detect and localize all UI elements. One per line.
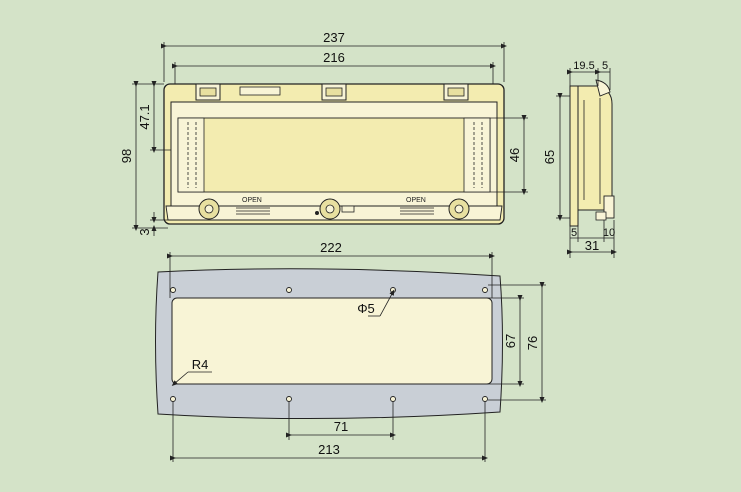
side-flange bbox=[569, 85, 579, 227]
side-view-dimensions bbox=[556, 68, 617, 258]
dim-98: 98 bbox=[119, 149, 134, 163]
center-dot bbox=[315, 211, 319, 215]
side-latch-knob bbox=[595, 211, 607, 221]
cutout-view-dimensions bbox=[167, 252, 546, 462]
dim-213: 213 bbox=[318, 442, 340, 457]
dim-phi5: Φ5 bbox=[357, 301, 375, 316]
dim-67: 67 bbox=[503, 334, 518, 348]
cover-window bbox=[177, 117, 491, 193]
slot-right-ticks bbox=[473, 122, 483, 188]
mounting-hole bbox=[482, 287, 488, 293]
cutout-view bbox=[155, 268, 503, 420]
latch-left bbox=[198, 198, 220, 220]
open-label-left-lines bbox=[236, 207, 270, 215]
mounting-hole bbox=[390, 396, 396, 402]
dim-71: 71 bbox=[334, 419, 348, 434]
dim-76: 76 bbox=[525, 336, 540, 350]
open-label-right-lines bbox=[400, 207, 434, 215]
mounting-hole bbox=[170, 287, 176, 293]
open-label-right: OPEN bbox=[406, 197, 426, 204]
dim-side-bottom-5: 5 bbox=[571, 227, 577, 239]
dim-47-1: 47.1 bbox=[137, 104, 152, 129]
dim-3: 3 bbox=[137, 228, 152, 235]
label-slot bbox=[239, 86, 281, 96]
front-view-dimensions bbox=[132, 42, 528, 236]
side-hinge bbox=[595, 79, 611, 97]
latch-center bbox=[319, 198, 355, 220]
mounting-hole bbox=[170, 396, 176, 402]
hinge-left-pin bbox=[199, 87, 217, 97]
dim-216: 216 bbox=[323, 50, 345, 65]
mounting-hole bbox=[286, 287, 292, 293]
dim-222: 222 bbox=[320, 240, 342, 255]
dim-65: 65 bbox=[542, 150, 557, 164]
dim-side-top-5: 5 bbox=[602, 60, 608, 72]
slot-right bbox=[463, 117, 491, 193]
dim-237: 237 bbox=[323, 30, 345, 45]
mounting-hole bbox=[286, 396, 292, 402]
hinge-right-pin bbox=[447, 87, 465, 97]
mounting-hole bbox=[390, 287, 396, 293]
mounting-hole bbox=[482, 396, 488, 402]
slot-left-ticks bbox=[187, 122, 197, 188]
front-view: OPEN OPEN bbox=[163, 83, 505, 225]
dim-19-5: 19.5 bbox=[573, 60, 594, 72]
slot-left bbox=[177, 117, 205, 193]
side-cover-profile bbox=[577, 85, 613, 211]
side-view bbox=[569, 79, 615, 227]
latch-right bbox=[448, 198, 470, 220]
dim-31: 31 bbox=[585, 238, 599, 253]
hinge-center-pin bbox=[325, 87, 343, 97]
mounting-holes bbox=[170, 287, 488, 402]
side-latch bbox=[603, 195, 615, 219]
dim-side-bottom-10: 10 bbox=[603, 227, 615, 239]
dim-46: 46 bbox=[507, 148, 522, 162]
open-label-left: OPEN bbox=[242, 197, 262, 204]
cutout-opening bbox=[171, 297, 493, 385]
dim-r4: R4 bbox=[192, 357, 209, 372]
